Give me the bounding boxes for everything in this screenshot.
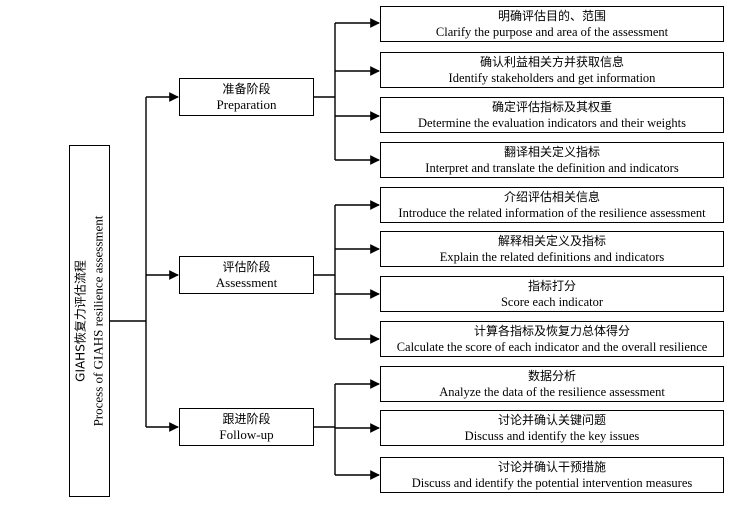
step-title-zh: 数据分析 <box>527 369 576 383</box>
step-title-zh: 解释相关定义及指标 <box>497 234 606 248</box>
step-title-zh: 指标打分 <box>527 279 576 293</box>
step-box: 介绍评估相关信息 Introduce the related informati… <box>380 187 724 223</box>
step-title-en: Discuss and identify the potential inter… <box>411 476 693 490</box>
phase-assessment-box: 评估阶段 Assessment <box>179 256 314 294</box>
phase-title-zh: 评估阶段 <box>222 260 271 274</box>
step-title-zh: 计算各指标及恢复力总体得分 <box>473 324 630 338</box>
step-box: 讨论并确认干预措施 Discuss and identify the poten… <box>380 457 724 493</box>
step-box: 确定评估指标及其权重 Determine the evaluation indi… <box>380 97 724 133</box>
phase-follow-up-box: 跟进阶段 Follow-up <box>179 408 314 446</box>
step-box: 明确评估目的、范围 Clarify the purpose and area o… <box>380 6 724 42</box>
step-title-en: Score each indicator <box>500 295 604 309</box>
step-title-zh: 介绍评估相关信息 <box>503 190 600 204</box>
root-title-en: Process of GIAHS resilience assessment <box>90 215 106 427</box>
step-title-en: Analyze the data of the resilience asses… <box>439 385 665 399</box>
step-title-en: Identify stakeholders and get informatio… <box>448 71 656 85</box>
step-title-en: Determine the evaluation indicators and … <box>418 116 686 130</box>
step-box: 讨论并确认关键问题 Discuss and identify the key i… <box>380 410 724 446</box>
phase-title-zh: 跟进阶段 <box>222 412 271 426</box>
step-title-zh: 讨论并确认干预措施 <box>497 460 606 474</box>
step-title-en: Clarify the purpose and area of the asse… <box>435 25 669 39</box>
step-title-zh: 明确评估目的、范围 <box>497 9 606 23</box>
phase-preparation-box: 准备阶段 Preparation <box>179 78 314 116</box>
phase-title-en: Assessment <box>215 275 278 290</box>
step-title-en: Introduce the related information of the… <box>398 206 706 220</box>
step-title-zh: 确定评估指标及其权重 <box>491 100 612 114</box>
step-box: 计算各指标及恢复力总体得分 Calculate the score of eac… <box>380 321 724 357</box>
step-title-en: Calculate the score of each indicator an… <box>396 340 708 354</box>
root-title-zh: GIAHS恢复力评估流程 <box>73 260 88 382</box>
step-title-zh: 翻译相关定义指标 <box>503 145 600 159</box>
step-box: 解释相关定义及指标 Explain the related definition… <box>380 231 724 267</box>
step-title-zh: 讨论并确认关键问题 <box>497 413 606 427</box>
step-box: 翻译相关定义指标 Interpret and translate the def… <box>380 142 724 178</box>
root-process-box: GIAHS恢复力评估流程 Process of GIAHS resilience… <box>69 145 110 497</box>
step-title-en: Explain the related definitions and indi… <box>439 250 665 264</box>
step-box: 指标打分 Score each indicator <box>380 276 724 312</box>
step-title-zh: 确认利益相关方并获取信息 <box>479 55 624 69</box>
phase-title-en: Follow-up <box>219 427 274 442</box>
phase-title-en: Preparation <box>216 97 277 112</box>
step-title-en: Interpret and translate the definition a… <box>425 161 679 175</box>
step-title-en: Discuss and identify the key issues <box>464 429 640 443</box>
phase-title-zh: 准备阶段 <box>222 82 271 96</box>
step-box: 数据分析 Analyze the data of the resilience … <box>380 366 724 402</box>
step-box: 确认利益相关方并获取信息 Identify stakeholders and g… <box>380 52 724 88</box>
